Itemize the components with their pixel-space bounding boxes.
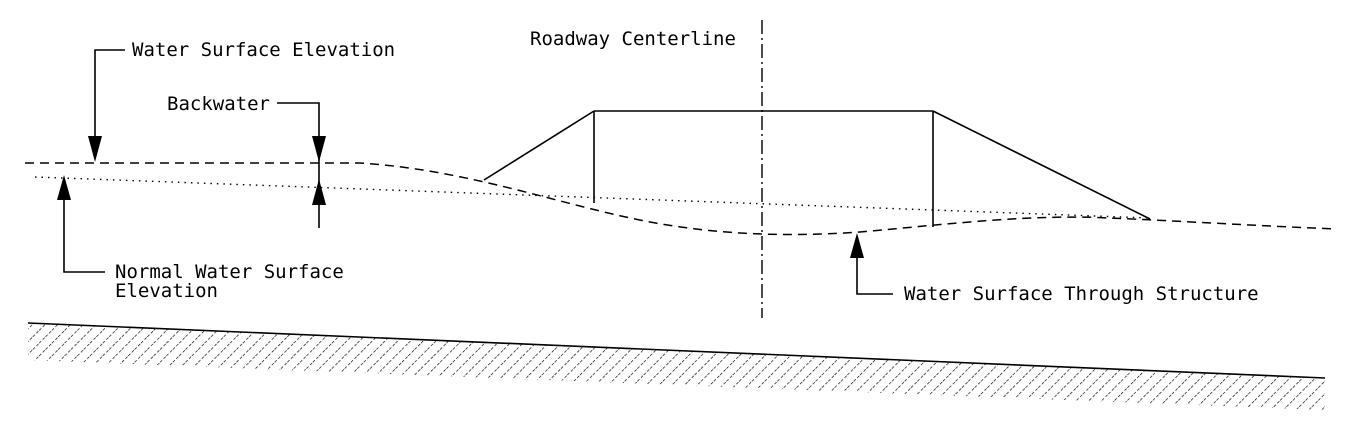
label-roadway-centerline: Roadway Centerline xyxy=(530,28,736,50)
ground-line xyxy=(27,322,1326,379)
backwater-dimension xyxy=(277,102,326,228)
normal-water-surface-leader xyxy=(57,175,105,273)
roadway-embankment xyxy=(483,110,1151,227)
normal-water-surface-line xyxy=(34,176,1151,219)
water-surface-through-structure-leader xyxy=(850,233,893,295)
water-surface-elevation-leader xyxy=(88,49,125,162)
ground-hatch xyxy=(28,323,1325,410)
label-water-surface-elevation: Water Surface Elevation xyxy=(132,39,395,61)
water-surface-profile-line xyxy=(25,162,1338,236)
label-normal-water-surface-line1: Normal Water Surface xyxy=(115,261,344,283)
ground-profile xyxy=(27,322,1326,410)
label-water-surface-through-structure: Water Surface Through Structure xyxy=(904,283,1259,305)
label-normal-water-surface-line2: Elevation xyxy=(115,280,218,302)
label-backwater: Backwater xyxy=(167,93,270,115)
